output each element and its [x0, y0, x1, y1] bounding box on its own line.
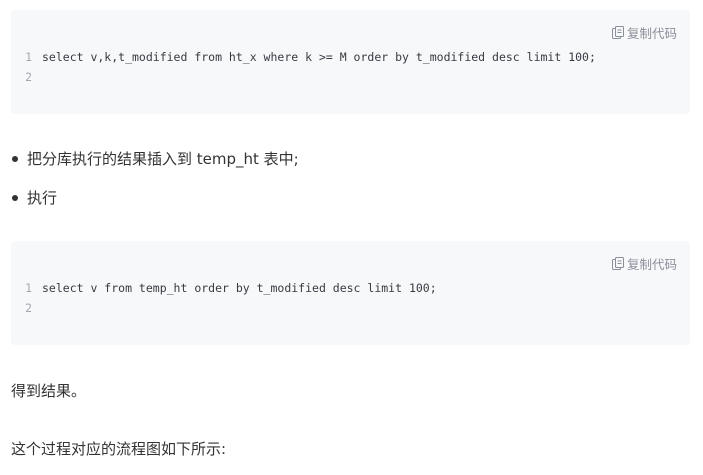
paragraph: 得到结果。 [11, 382, 87, 400]
code-text: select v,k,t_modified from ht_x where k … [42, 50, 596, 64]
paragraph: 这个过程对应的流程图如下所示: [11, 440, 227, 458]
code-line: 1 select v from temp_ht order by t_modif… [11, 278, 437, 298]
code-content: 1 select v from temp_ht order by t_modif… [11, 278, 437, 318]
copy-code-button[interactable]: 复制代码 [611, 255, 677, 272]
list-item: 执行 [11, 186, 299, 210]
code-line: 1 select v,k,t_modified from ht_x where … [11, 47, 596, 67]
code-block: 复制代码 1 select v from temp_ht order by t_… [11, 241, 690, 345]
code-text: select v from temp_ht order by t_modifie… [42, 281, 437, 295]
list-item: 把分库执行的结果插入到 temp_ht 表中; [11, 147, 299, 171]
line-number: 2 [25, 70, 32, 84]
list-item-text: 把分库执行的结果插入到 temp_ht 表中; [27, 150, 299, 168]
line-number: 1 [25, 50, 32, 64]
line-number: 1 [25, 281, 32, 295]
copy-icon [611, 25, 624, 39]
code-block: 复制代码 1 select v,k,t_modified from ht_x w… [11, 10, 690, 114]
line-number: 2 [25, 301, 32, 315]
bullet-list: 把分库执行的结果插入到 temp_ht 表中; 执行 [11, 147, 299, 210]
code-line: 2 [11, 67, 596, 87]
code-line: 2 [11, 298, 437, 318]
bullet-dot [12, 156, 18, 162]
bullet-dot [12, 195, 18, 201]
copy-code-button[interactable]: 复制代码 [611, 24, 677, 41]
list-item-text: 执行 [27, 189, 58, 207]
copy-code-label: 复制代码 [626, 256, 677, 272]
copy-code-label: 复制代码 [626, 25, 677, 41]
code-content: 1 select v,k,t_modified from ht_x where … [11, 47, 596, 87]
copy-icon [611, 256, 624, 270]
